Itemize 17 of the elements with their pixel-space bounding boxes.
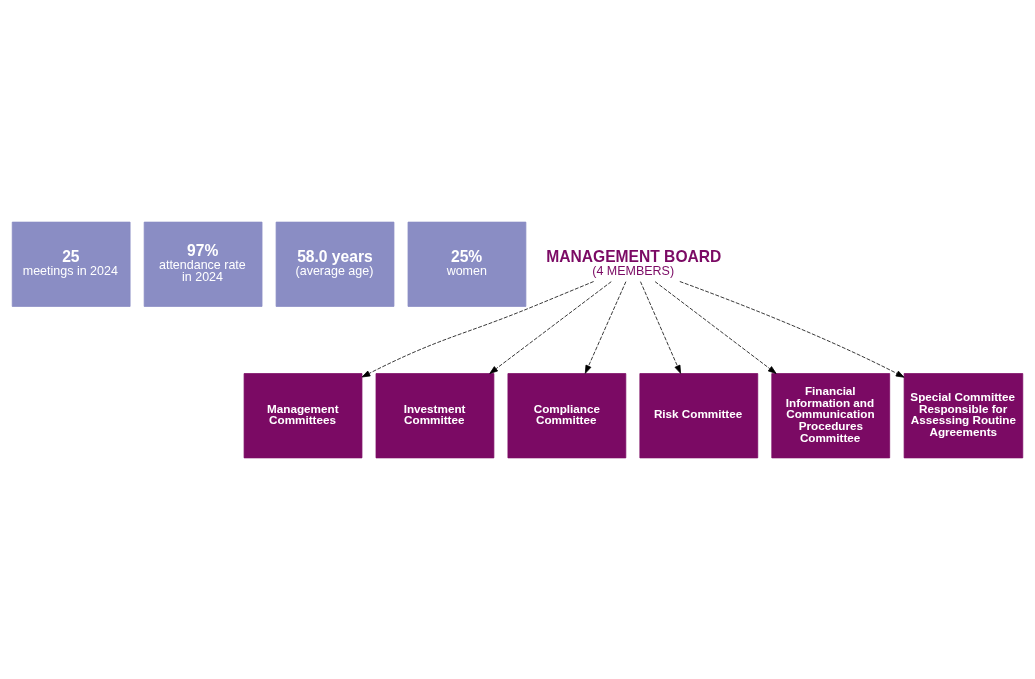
node-box: 25% women <box>407 221 527 307</box>
arrow <box>361 280 594 377</box>
node-box: Investment Committee <box>375 372 495 458</box>
node-box: Management Committees <box>243 372 363 458</box>
node-box: Financial Information and Communication Procedures Committee <box>771 372 891 458</box>
arrow <box>679 280 905 378</box>
node-text: MANAGEMENT BOARD (4 MEMBERS) <box>546 247 722 278</box>
arrow <box>654 280 777 374</box>
node-box: Risk Committee <box>639 372 759 458</box>
node-box: 97% attendance rate in 2024 <box>143 221 263 307</box>
arrow <box>584 280 627 374</box>
node-box: Compliance Committee <box>507 372 627 458</box>
node-box: Special Committee Responsible for Assessing Routine Agreements <box>903 372 1024 458</box>
node-box: 25 meetings in 2024 <box>11 221 131 307</box>
arrow <box>489 280 612 374</box>
arrow <box>640 280 681 374</box>
node-box: 58.0 years (average age) <box>275 221 395 307</box>
